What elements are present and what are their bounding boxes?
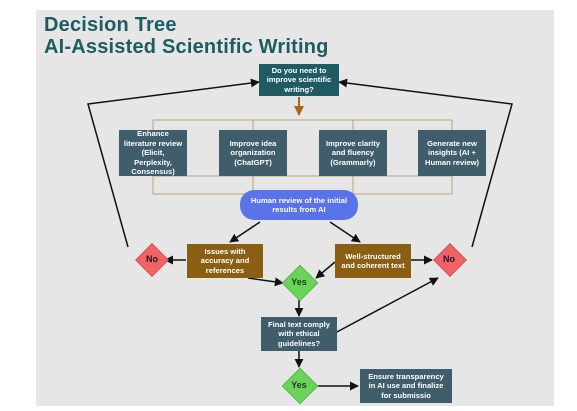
review-to-issues-arrow [229,221,261,243]
yes-bottom-label: Yes [291,380,307,390]
finalize-node: Ensure transparency in AI use and finali… [360,369,452,403]
human-review-node: Human review of the initial results from… [240,190,358,220]
no-left-loop-arrow [87,78,260,248]
no-left-label: No [146,254,158,264]
option-clarity-fluency: Improve clarity and fluency (Grammarly) [319,130,387,176]
diagram-title: Decision Tree [44,14,177,36]
review-to-well-structured-arrow [329,221,361,243]
diagram-subtitle: AI-Assisted Scientific Writing [44,36,329,58]
issues-node: Issues with accuracy and references [187,244,263,278]
option-new-insights: Generate new insights (AI + Human review… [418,130,486,176]
option-idea-organization: Improve idea organization (ChatGPT) [219,130,287,176]
well-structured-node: Well-structured and coherent text [335,244,411,278]
no-right-loop-arrow [338,78,513,248]
option-bracket [152,119,453,195]
yes-middle-label: Yes [291,277,307,287]
final-check-node: Final text comply with ethical guideline… [261,317,337,351]
question-node: Do you need to improve scientific writin… [259,64,339,96]
well-structured-to-yes-arrow [315,261,336,279]
issues-to-yes-arrow [247,277,284,287]
no-right-label: No [443,254,455,264]
final-check-to-no-right-arrow [334,277,439,334]
option-literature-review: Enhance literature review (Elicit, Perpl… [119,129,187,176]
flow-arrows [87,78,513,391]
